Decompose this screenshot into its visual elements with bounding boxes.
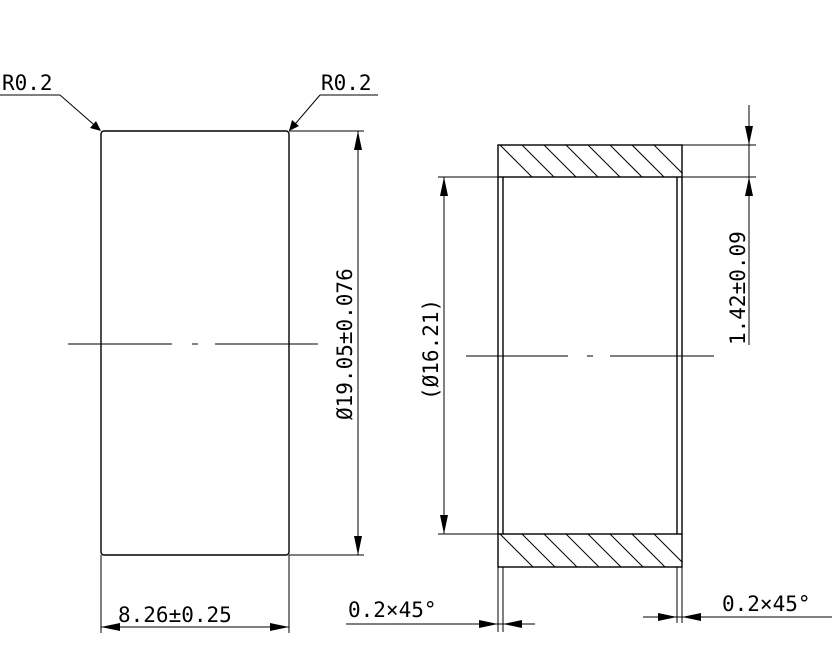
outer-diameter-label: Ø19.05±0.076 [333, 268, 357, 420]
wall-thickness-label: 1.42±0.09 [726, 231, 750, 345]
top-wall-section [497, 144, 683, 178]
chamfer-label-right: 0.2×45° [722, 592, 811, 616]
side-view: R0.2 R0.2 Ø19.05±0.076 8.26±0.25 [0, 71, 378, 633]
radius-leader-left [0, 94, 101, 131]
radius-label-right: R0.2 [321, 71, 372, 95]
inner-diameter-dimension [438, 176, 498, 535]
bottom-wall-section [497, 533, 683, 568]
length-dimension [100, 555, 290, 633]
bottom-wall-hatching [499, 534, 682, 567]
length-label: 8.26±0.25 [118, 603, 232, 627]
chamfer-label-left: 0.2×45° [348, 598, 437, 622]
chamfer-dimension-right [643, 567, 832, 623]
top-wall-hatching [499, 145, 682, 177]
outer-diameter-dimension [289, 130, 364, 556]
section-view: (Ø16.21) 1.42±0.09 0.2×45° 0.2×45° [346, 105, 832, 632]
radius-leader-right [289, 94, 378, 131]
inner-diameter-label: (Ø16.21) [419, 299, 443, 400]
chamfer-dimension-left [346, 567, 535, 632]
radius-label-left: R0.2 [2, 71, 53, 95]
side-view-outline [100, 130, 290, 556]
wall-thickness-dimension [682, 105, 756, 345]
